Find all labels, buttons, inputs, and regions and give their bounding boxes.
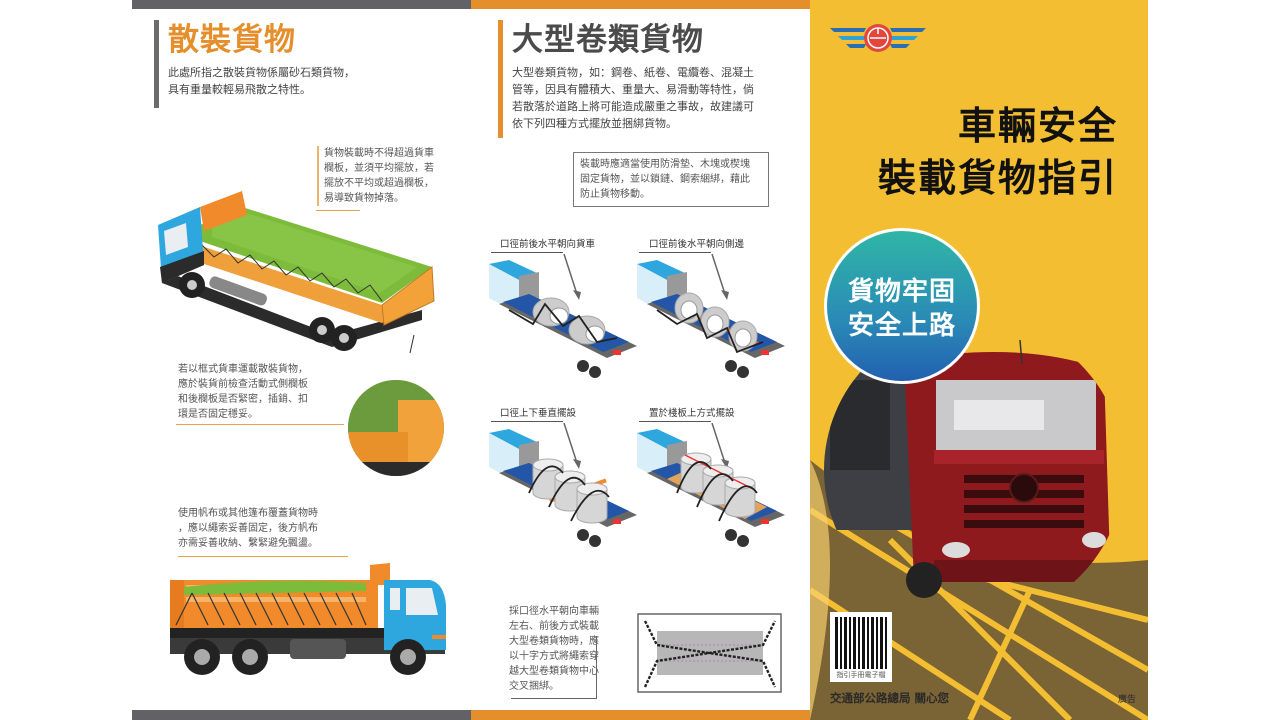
panel-roll-cargo: 大型卷類貨物 大型卷類貨物，如：鋼卷、紙卷、電纜卷、混凝土 管等，因具有體積大、… <box>471 0 810 720</box>
intro-line: 若散落於道路上將可能造成嚴重之事故，故建議可 <box>512 100 754 113</box>
note-line: 環是否固定穩妥。 <box>178 409 258 420</box>
brochure: 散裝貨物 此處所指之散裝貨物係屬砂石類貨物， 具有重量較輕易飛散之特性。 貨物裝… <box>132 0 1148 720</box>
note-line: 左右、前後方式裝載 <box>509 621 599 632</box>
caption-leader <box>639 252 711 253</box>
note-line: 交叉捆綁。 <box>509 681 559 692</box>
intro-line: 具有重量較輕易飛散之特性。 <box>168 83 311 96</box>
slogan-text: 貨物牢固 安全上路 <box>827 275 977 343</box>
note-line: 越大型卷類貨物中心 <box>509 666 599 677</box>
section-intro: 大型卷類貨物，如：鋼卷、紙卷、電纜卷、混凝土 管等，因具有體積大、重量大、易滑動… <box>512 64 754 132</box>
note-line: 大型卷類貨物時，應 <box>509 636 599 647</box>
slogan-badge: 貨物牢固 安全上路 <box>824 228 980 384</box>
bulk-truck-illustration <box>158 191 435 354</box>
note-leader-line <box>316 210 360 211</box>
section-intro: 此處所指之散裝貨物係屬砂石類貨物， 具有重量較輕易飛散之特性。 <box>168 64 355 98</box>
section-title: 大型卷類貨物 <box>512 22 704 58</box>
tarp-truck-illustration <box>170 563 446 675</box>
intro-line: 大型卷類貨物，如：鋼卷、紙卷、電纜卷、混凝土 <box>512 66 754 79</box>
method-3-illustration <box>489 423 637 547</box>
cross-tie-note: 採口徑水平朝向車輛 左右、前後方式裝載 大型卷類貨物時，應 以十字方式將繩索穿 … <box>509 604 599 694</box>
note-tarp: 使用帆布或其他篷布覆蓋貨物時 ，應以繩索妥善固定，後方帆布 亦需妥善收納、繫緊避… <box>178 506 318 551</box>
note-overload: 貨物裝載時不得超過貨車 欄板，並須平均擺放，若 擺放不平均或超過欄板， 易導致貨… <box>317 146 434 206</box>
bottom-bar <box>132 710 471 720</box>
highway-bureau-logo <box>830 24 926 52</box>
title-block: 大型卷類貨物 大型卷類貨物，如：鋼卷、紙卷、電纜卷、混凝土 管等，因具有體積大、… <box>498 20 754 138</box>
note-line: 亦需妥善收納、繫緊避免飄盪。 <box>178 538 318 549</box>
note-line: 以十字方式將繩索穿 <box>509 651 599 662</box>
intro-line: 管等，因具有體積大、重量大、易滑動等特性，倘 <box>512 83 754 96</box>
method-caption: 口徑上下垂直擺設 <box>500 408 577 419</box>
top-bar <box>471 0 810 9</box>
top-bar <box>132 0 471 9</box>
method-2-illustration <box>637 254 785 378</box>
bottom-bar <box>471 710 810 720</box>
qr-label: 指引手冊電子檔 <box>836 671 886 679</box>
note-frame-truck: 若以框式貨車運載散裝貨物， 應於裝貨前檢查活動式側欄板 和後欄板是否緊密，插銷、… <box>178 362 308 422</box>
cross-tie-diagram <box>637 613 782 693</box>
caption-leader <box>491 252 563 253</box>
intro-line: 此處所指之散裝貨物係屬砂石類貨物， <box>168 66 355 79</box>
panel-bulk-cargo: 散裝貨物 此處所指之散裝貨物係屬砂石類貨物， 具有重量較輕易飛散之特性。 貨物裝… <box>132 0 471 720</box>
qr-code-icon[interactable] <box>835 617 887 669</box>
publisher-footer: 交通部公路總局 關心您 <box>830 691 950 705</box>
note-line: 應於裝貨前檢查活動式側欄板 <box>178 379 308 390</box>
note-leader-line <box>178 556 348 557</box>
ad-mark: 廣告 <box>1117 695 1136 705</box>
section-title: 散裝貨物 <box>168 22 296 58</box>
note-line: 採口徑水平朝向車輛 <box>509 606 599 617</box>
method-1-illustration <box>489 254 637 378</box>
caption-leader <box>639 421 711 422</box>
cover-title-line: 車輛安全 <box>957 103 1118 148</box>
qr-code-block[interactable]: 指引手冊電子檔 <box>830 612 892 682</box>
cross-tie-bracket <box>511 636 597 699</box>
note-line: 裝載時應適當使用防滑墊、木塊或楔塊 <box>580 159 750 170</box>
panel-cover: 車輛安全 裝載貨物指引 <box>810 0 1148 720</box>
method-caption: 口徑前後水平朝向側邊 <box>649 239 745 250</box>
cover-title: 車輛安全 裝載貨物指引 <box>878 100 1118 204</box>
note-line: 貨物裝載時不得超過貨車 <box>324 148 434 159</box>
method-caption: 口徑前後水平朝向貨車 <box>500 239 596 250</box>
method-caption: 置於棧板上方式擺設 <box>649 408 735 419</box>
method-4-illustration <box>637 423 785 547</box>
note-leader-line <box>176 424 344 425</box>
note-line: ，應以繩索妥善固定，後方帆布 <box>178 523 318 534</box>
securing-note-box: 裝載時應適當使用防滑墊、木塊或楔塊 固定貨物，並以鎖鏈、鋼索綑綁，藉此 防止貨物… <box>573 152 769 207</box>
title-block: 散裝貨物 此處所指之散裝貨物係屬砂石類貨物， 具有重量較輕易飛散之特性。 <box>154 20 355 108</box>
note-line: 若以框式貨車運載散裝貨物， <box>178 364 308 375</box>
slogan-line: 安全上路 <box>847 311 956 341</box>
note-line: 防止貨物移動。 <box>580 189 650 200</box>
intro-line: 依下列四種方式擺放並捆綁貨物。 <box>512 117 677 130</box>
note-line: 和後欄板是否緊密，插銷、扣 <box>178 394 308 405</box>
red-truck-illustration <box>824 340 1110 598</box>
slogan-line: 貨物牢固 <box>847 277 956 307</box>
note-line: 擺放不平均或超過欄板， <box>324 178 434 189</box>
note-line: 易導致貨物掉落。 <box>324 193 404 204</box>
note-line: 使用帆布或其他篷布覆蓋貨物時 <box>178 508 318 519</box>
note-line: 固定貨物，並以鎖鏈、鋼索綑綁，藉此 <box>580 174 750 185</box>
cover-title-line: 裝載貨物指引 <box>877 155 1118 200</box>
note-line: 欄板，並須平均擺放，若 <box>324 163 434 174</box>
caption-leader <box>491 421 563 422</box>
detail-zoom-circle <box>348 380 444 476</box>
